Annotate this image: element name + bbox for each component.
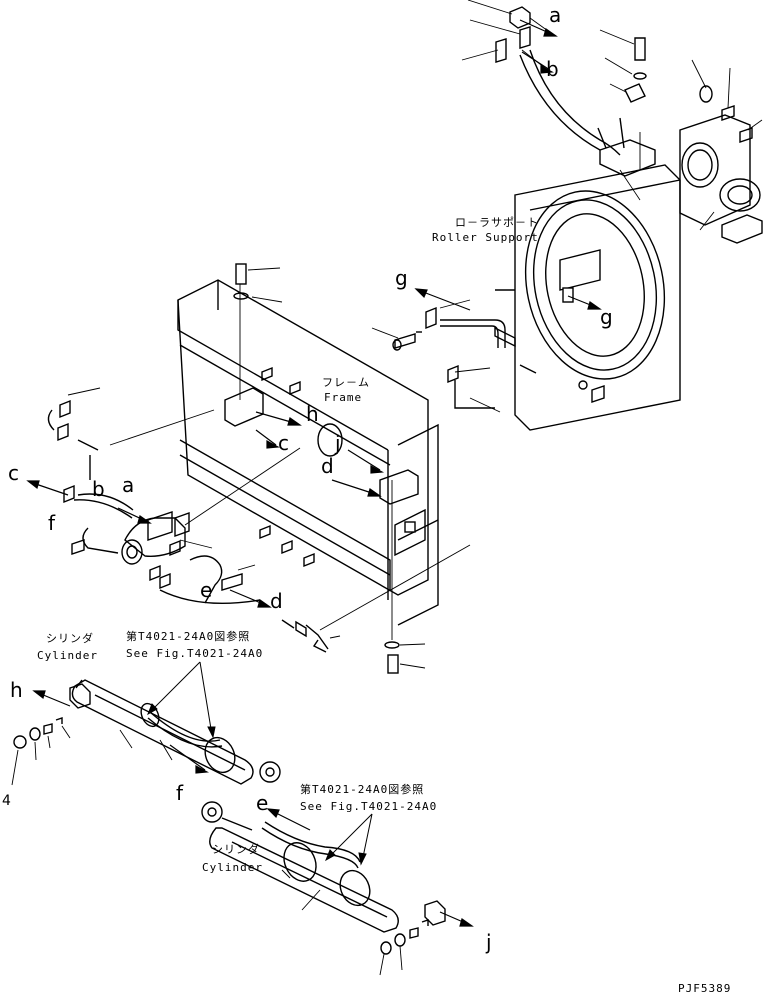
callout-c-frame: c	[278, 431, 289, 455]
callout-j-cylinder: j	[485, 930, 492, 954]
callout-b-top: b	[546, 57, 559, 81]
cylinder-upper	[11, 679, 281, 786]
callout-a-top: a	[549, 3, 561, 27]
callout-c-left: c	[8, 461, 19, 485]
pipe-g	[371, 299, 605, 413]
frame-bolts	[233, 263, 426, 674]
callout-h-cylinder: h	[10, 678, 23, 702]
cylinder-lower-ref-jp: 第T4021-24A0図参照	[300, 782, 424, 796]
figure-code: PJF5389	[678, 982, 731, 995]
cylinder-upper-label-jp: シリンダ	[46, 631, 94, 645]
callout-e-mid: e	[200, 578, 212, 602]
callout-b-left: b	[92, 477, 105, 501]
left-valve-assembly	[47, 387, 301, 605]
callout-d-frame: d	[321, 454, 334, 478]
callout-j-frame: j	[334, 431, 341, 455]
frame-label-en: Frame	[324, 391, 362, 404]
callout-f-left: f	[48, 511, 56, 535]
pipe-d	[281, 544, 471, 653]
cylinder-lower-ref-en: See Fig.T4021-24A0	[300, 800, 437, 813]
right-motor-assembly	[679, 59, 763, 244]
callout-letters: a b g g h c j d c b a f e d h f e j 4	[2, 3, 613, 954]
cylinder-lower-label-en: Cylinder	[202, 861, 263, 874]
part-labels: ロ－ラサポ－ト Roller Support フレ－ム Frame シリンダ C…	[37, 216, 539, 874]
callout-g-right: g	[600, 305, 613, 329]
cylinder-upper-ref-en: See Fig.T4021-24A0	[126, 647, 263, 660]
roller-support-plate	[495, 164, 681, 431]
frame-label-jp: フレ－ム	[322, 376, 370, 389]
cylinder-upper-ref-jp: 第T4021-24A0図参照	[126, 629, 250, 643]
callout-e-cylinder: e	[256, 791, 268, 815]
callout-h-frame: h	[306, 402, 319, 426]
callout-4: 4	[2, 793, 11, 809]
reference-leaders	[147, 661, 373, 866]
callout-a-left: a	[122, 473, 134, 497]
direction-arrows	[26, 19, 602, 927]
callout-f-cylinder: f	[176, 781, 184, 805]
callout-g-left: g	[395, 266, 408, 290]
roller-support-label-en: Roller Support	[432, 231, 539, 244]
top-fittings	[461, 0, 656, 201]
cylinder-lower-label-jp: シリンダ	[212, 842, 260, 856]
roller-support-label-jp: ロ－ラサポ－ト	[455, 216, 539, 229]
cylinder-upper-label-en: Cylinder	[37, 649, 98, 662]
cylinder-lower	[201, 801, 446, 976]
callout-d-mid: d	[270, 589, 283, 613]
